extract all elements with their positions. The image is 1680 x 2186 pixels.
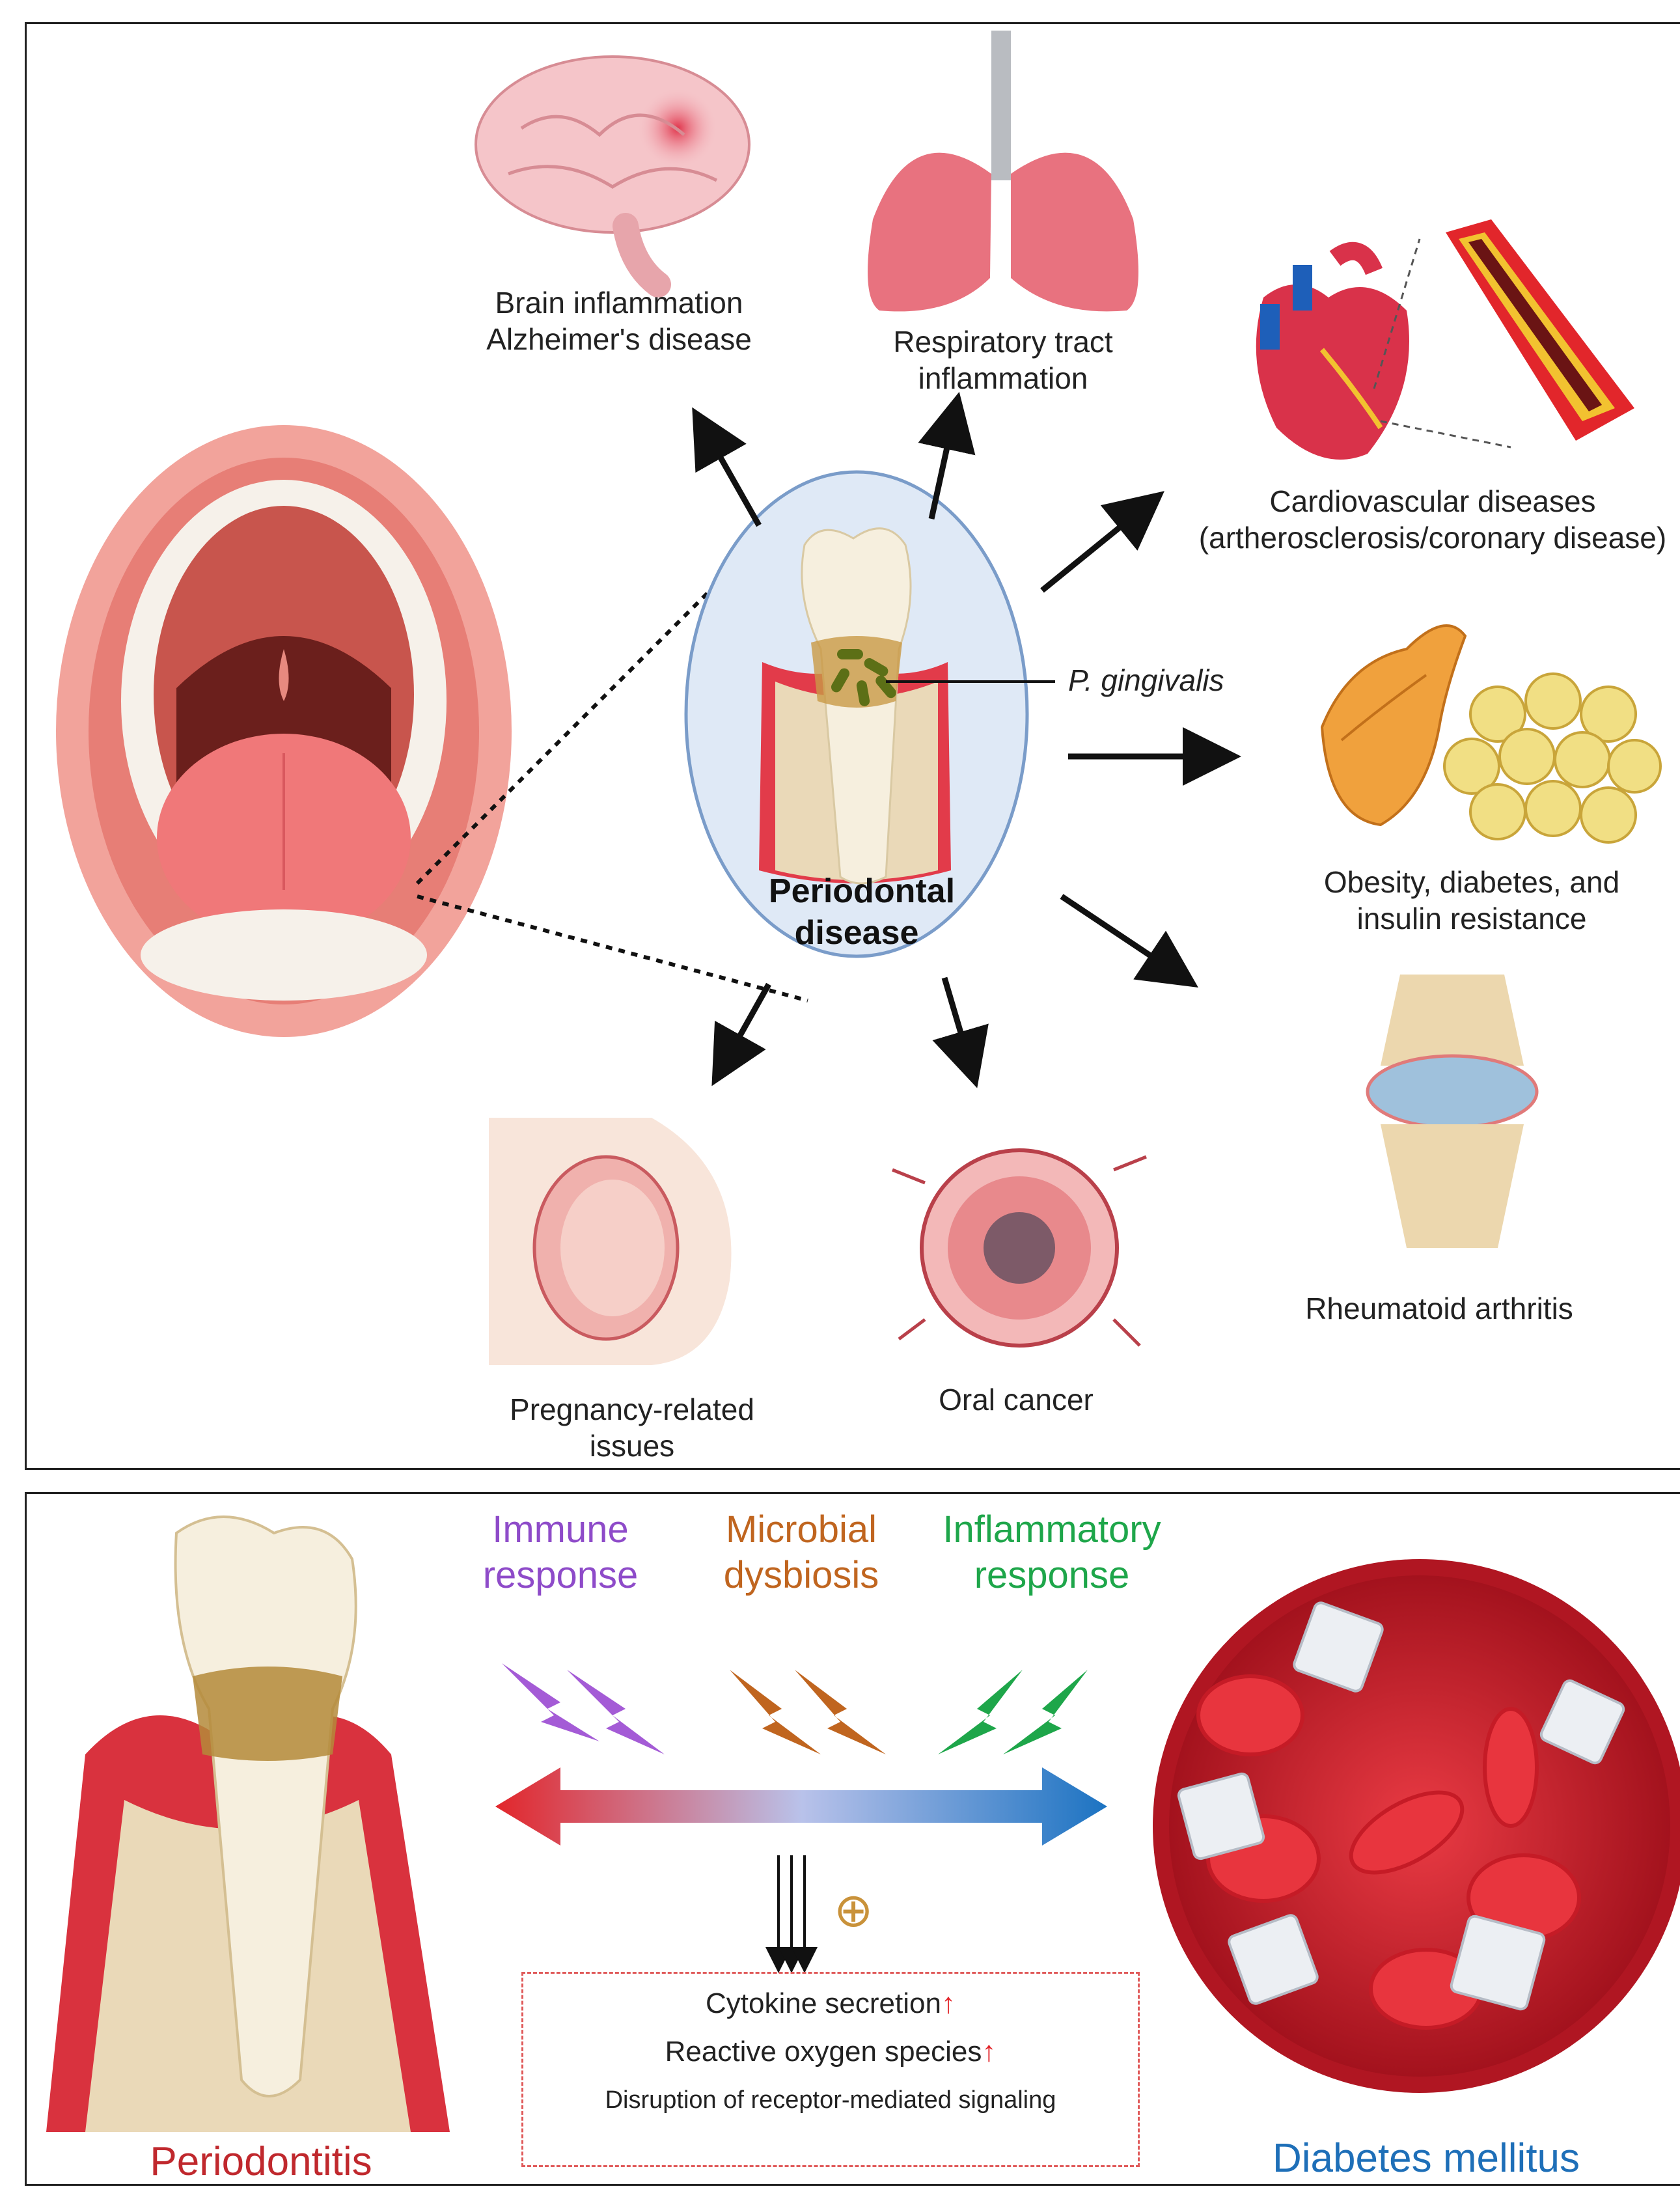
artery-illustration: [1446, 219, 1634, 441]
effect-ros: Reactive oxygen species↑: [523, 2034, 1138, 2070]
effect-cytokine: Cytokine secretion↑: [523, 1985, 1138, 2022]
outcome-cardio-label: Cardiovascular diseases (artherosclerosi…: [1179, 483, 1680, 556]
outcome-oral-cancer-label: Oral cancer: [899, 1381, 1133, 1418]
down-arrows-icon: [778, 1855, 805, 1963]
arrow-to-pregnancy: [723, 984, 769, 1066]
lungs-illustration: [868, 31, 1138, 311]
outcome-obesity-label: Obesity, diabetes, and insulin resistanc…: [1263, 864, 1680, 937]
cause-microbial-label: Microbial dysbiosis: [697, 1507, 905, 1598]
bidirectional-arrow: [495, 1767, 1107, 1846]
heart-illustration: [1256, 251, 1409, 460]
pathogen-label: P. gingivalis: [1068, 662, 1224, 699]
blood-vessel-illustration: [1153, 1559, 1680, 2093]
periodontitis-tooth-illustration: [46, 1517, 450, 2132]
oral-cancer-illustration: [892, 1150, 1146, 1346]
knee-joint-illustration: [1368, 975, 1537, 1248]
inflammatory-bolts-icon: [938, 1670, 1088, 1754]
outcome-pregnancy-label: Pregnancy-related issues: [469, 1391, 795, 1464]
arrow-to-brain: [704, 428, 759, 525]
systemic-effects-diagram: [27, 24, 1680, 1468]
periodontitis-diabetes-panel: Immune response Microbial dysbiosis Infl…: [25, 1492, 1680, 2186]
arrow-to-arthritis: [1062, 896, 1179, 975]
open-mouth-illustration: [56, 425, 512, 1037]
pancreas-illustration: [1322, 626, 1465, 825]
cause-inflammatory-label: Inflammatory response: [912, 1507, 1192, 1598]
systemic-effects-panel: Periodontal disease P. gingivalis Brain …: [25, 22, 1680, 1470]
outcome-arthritis-label: Rheumatoid arthritis: [1263, 1290, 1615, 1327]
arrow-to-oral-cancer: [944, 978, 971, 1066]
diabetes-label: Diabetes mellitus: [1237, 2135, 1615, 2181]
cause-immune-label: Immune response: [456, 1507, 665, 1598]
periodontitis-label: Periodontitis: [118, 2138, 404, 2185]
fat-cells-illustration: [1444, 674, 1660, 842]
arrow-to-cardio: [1042, 506, 1146, 590]
brain-illustration: [476, 57, 749, 284]
outcome-respiratory-label: Respiratory tract inflammation: [840, 324, 1166, 396]
microbial-bolts-icon: [730, 1670, 886, 1754]
immune-bolts-icon: [502, 1663, 665, 1754]
pregnancy-illustration: [489, 1118, 732, 1365]
outcome-brain-label: Brain inflammation Alzheimer's disease: [450, 284, 788, 357]
plus-symbol: ⊕: [834, 1885, 873, 1937]
zoom-line-lower: [417, 896, 808, 1001]
effects-box: Cytokine secretion↑ Reactive oxygen spec…: [521, 1972, 1140, 2167]
periodontal-disease-label: Periodontal disease: [769, 870, 944, 954]
effect-signaling: Disruption of receptor-mediated signalin…: [523, 2082, 1138, 2118]
